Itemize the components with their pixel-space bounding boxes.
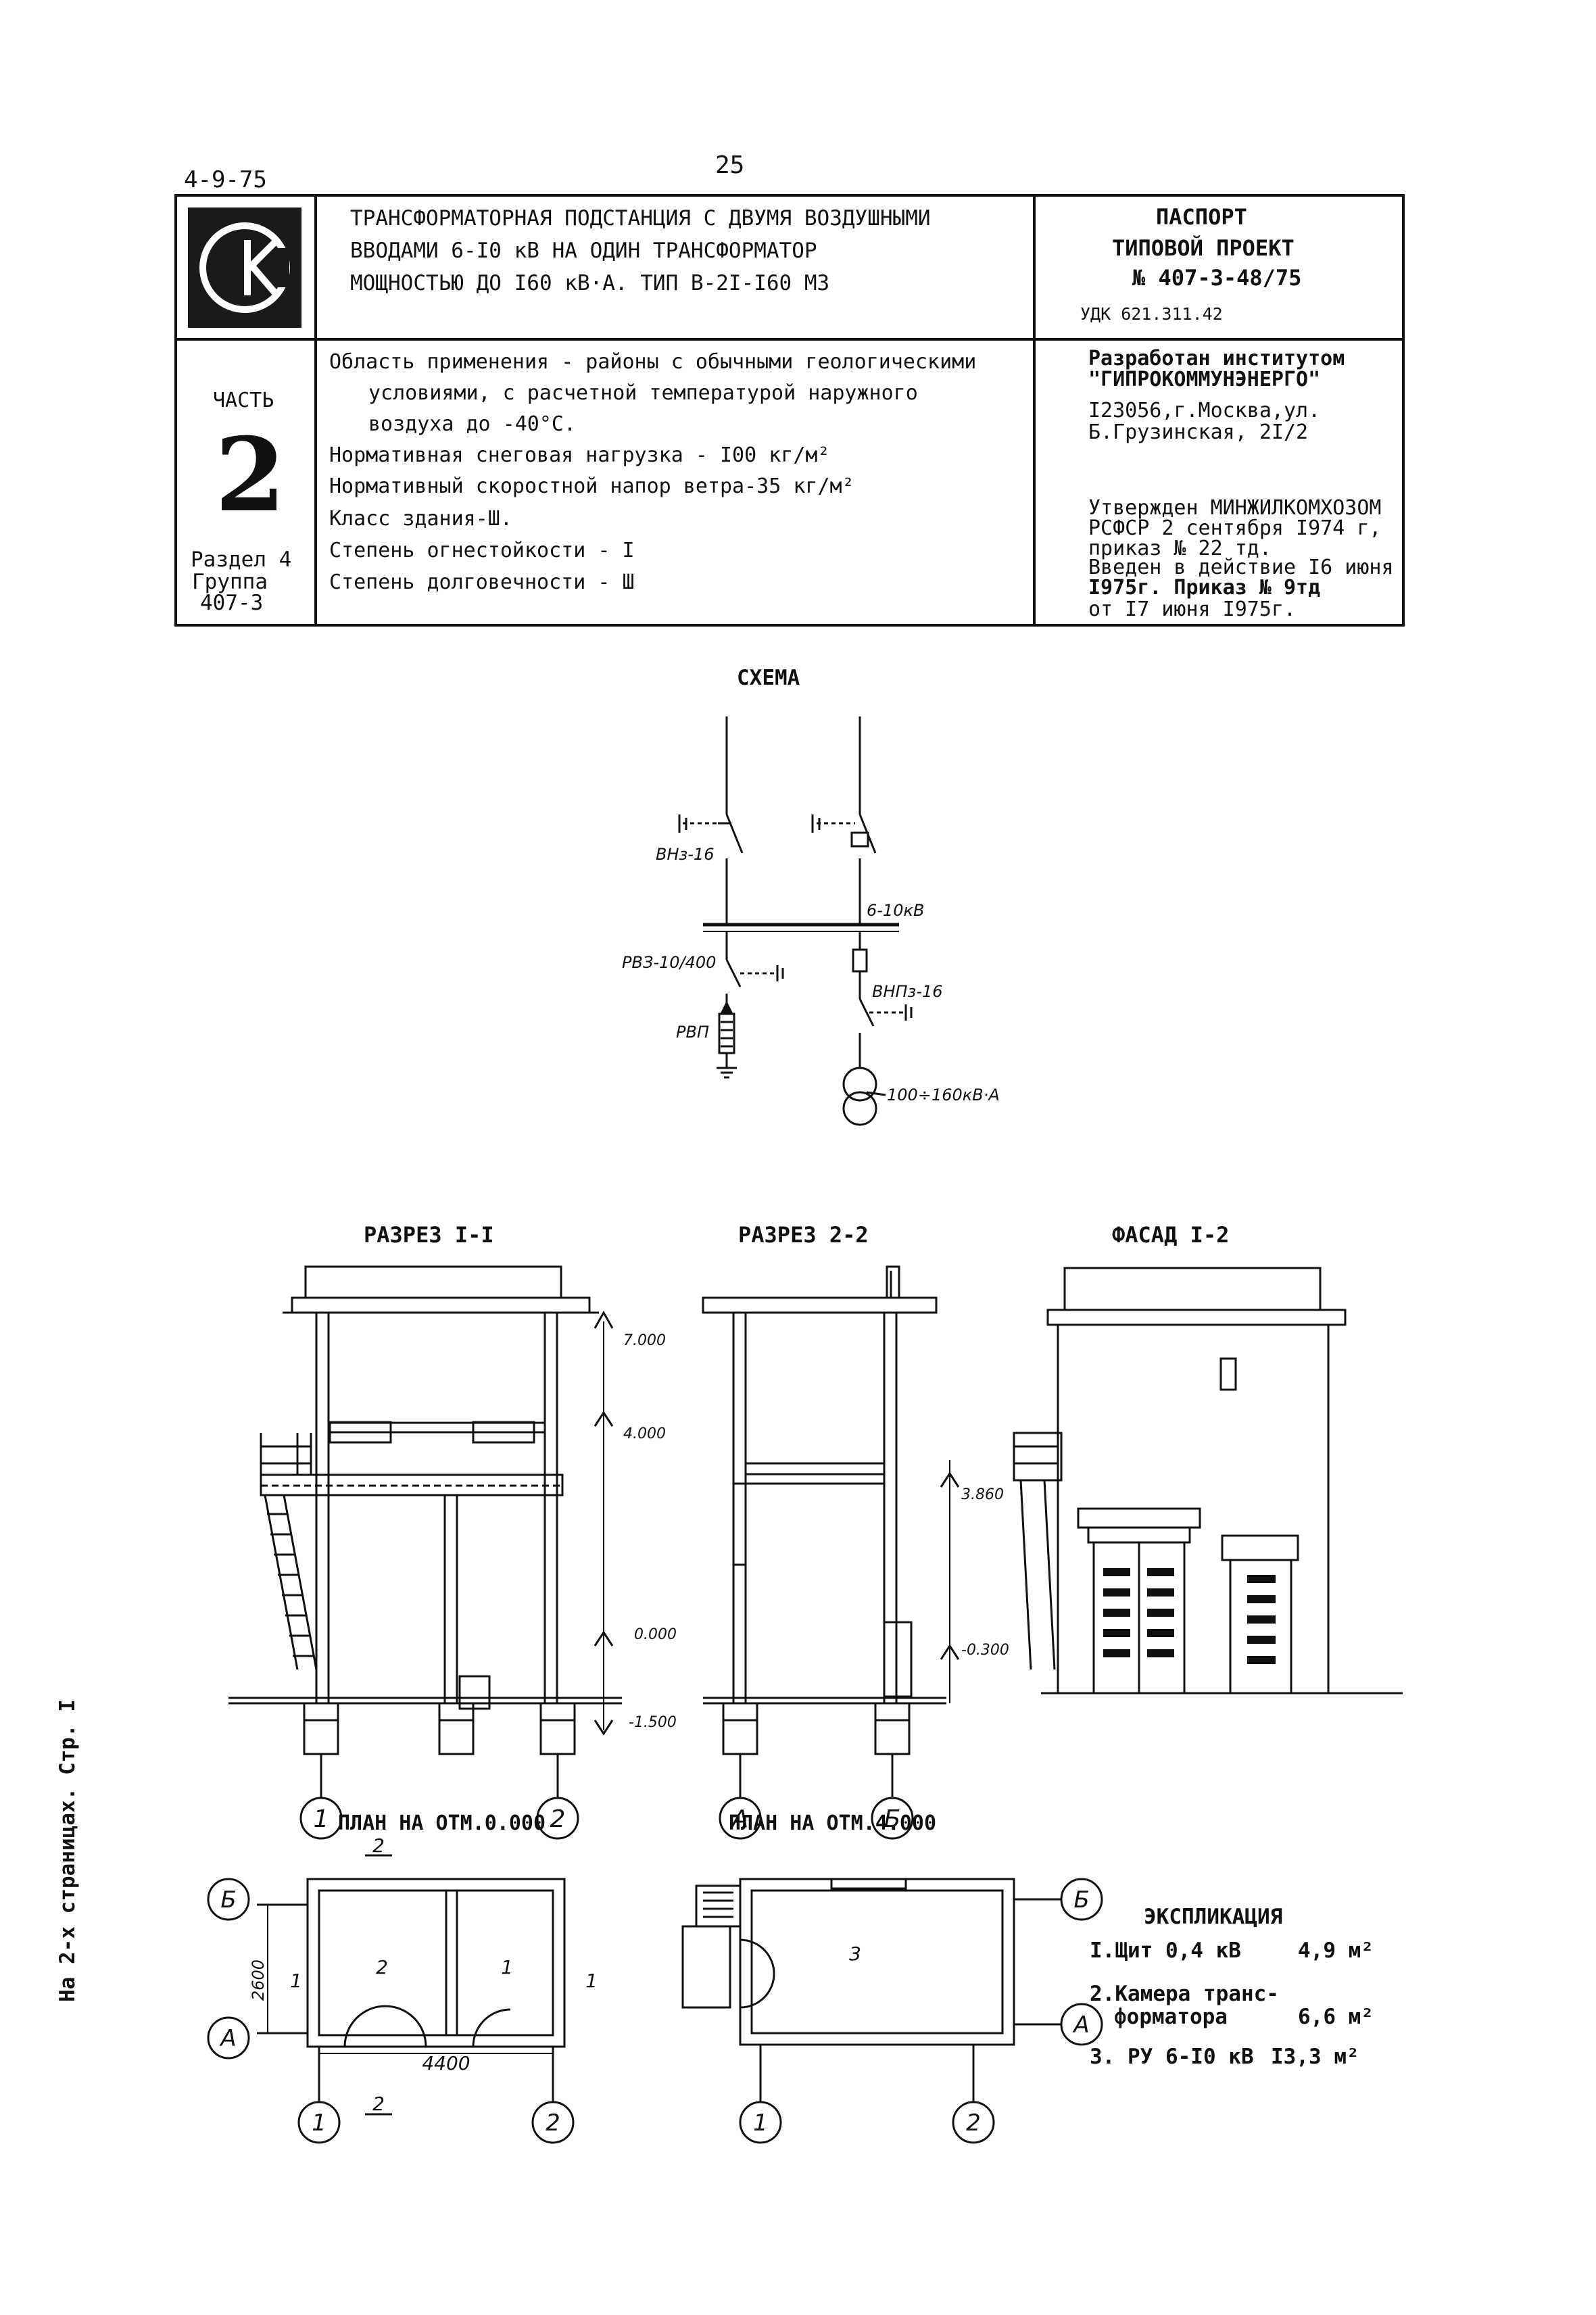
explication-row-2-area: 6,6 м²: [1298, 2005, 1374, 2029]
plan-0-title: ПЛАН НА ОТМ.0.000: [338, 1811, 546, 1835]
plan0-axis-b: Б: [220, 1886, 236, 1914]
spec-line-6: Класс здания-Ш.: [329, 507, 512, 531]
approval-line-1: Утвержден МИНЖИЛКОМХОЗОМ: [1088, 496, 1382, 520]
udk-code: УДК 621.311.42: [1080, 304, 1223, 324]
plan0-axis-1: 1: [312, 2110, 327, 2137]
spec-line-4: Нормативная снеговая нагрузка - I00 кг/м…: [329, 443, 830, 467]
scheme-label-vnz: ВНз-16: [656, 845, 714, 864]
institute-logo: [188, 208, 301, 328]
elevation-minus-0300: -0.300: [961, 1642, 1009, 1659]
spec-line-1: Область применения - районы с обычными г…: [329, 350, 977, 374]
section-1-title: РАЗРЕЗ I-I: [364, 1222, 494, 1248]
plan-4-title: ПЛАН НА ОТМ.4.000: [729, 1811, 937, 1835]
project-title-line-2: ВВОДАМИ 6-I0 кВ НА ОДИН ТРАНСФОРМАТОР: [350, 239, 817, 263]
spec-line-7: Степень огнестойкости - I: [329, 539, 635, 562]
title-block: [174, 194, 1405, 627]
scheme-title: СХЕМА: [737, 666, 800, 690]
document-code: 4-9-75: [184, 166, 267, 193]
explication-row-1-area: 4,9 м²: [1298, 1939, 1374, 1963]
section-label: Раздел 4: [191, 547, 292, 572]
cut-mark-bottom: 2: [372, 2093, 385, 2115]
room-number-3: 3: [849, 1943, 861, 1965]
developer-line-4: Б.Грузинская, 2I/2: [1088, 420, 1309, 444]
plan0-axis-a: А: [219, 2025, 236, 2052]
page-number: 25: [715, 151, 745, 179]
cut-mark-top: 2: [372, 1834, 385, 1857]
axis-b-marker: Б: [884, 1805, 901, 1833]
scheme-label-rvz: РВЗ-10/400: [622, 953, 716, 972]
dimension-width: 4400: [422, 2052, 470, 2074]
elevation-minus-1500: -1.500: [629, 1714, 677, 1731]
approval-line-6: от I7 июня I975г.: [1088, 598, 1297, 621]
room-number-1: 1: [501, 1956, 513, 1978]
cut-mark-right: 1: [585, 1970, 598, 1992]
spec-line-3: воздуха до -40°С.: [368, 412, 577, 436]
developer-line-3: I23056,г.Москва,ул.: [1088, 399, 1321, 422]
plan4-axis-b: Б: [1073, 1886, 1089, 1914]
project-number: № 407-3-48/75: [1132, 265, 1302, 291]
approval-line-5: I975г. Приказ № 9тд: [1088, 576, 1321, 600]
logo-emblem-icon: [199, 222, 290, 313]
plan4-axis-1: 1: [753, 2110, 768, 2137]
elevation-4000: 4.000: [623, 1425, 666, 1442]
elevation-7000: 7.000: [623, 1332, 666, 1349]
explication-row-2-name-cont: форматора: [1114, 2005, 1228, 2029]
explication-row-2-name: 2.Камера транс-: [1090, 1982, 1279, 2006]
approval-line-2: РСФСР 2 сентября I974 г,: [1088, 516, 1382, 540]
page-side-note: На 2-х страницах. Стр. I: [55, 1699, 80, 2002]
elevation-3860: 3.860: [961, 1486, 1004, 1503]
axis-a-marker: А: [731, 1805, 749, 1833]
axis-1-marker: 1: [314, 1805, 329, 1833]
plan0-axis-2: 2: [546, 2110, 560, 2137]
developer-line-2: "ГИПРОКОММУНЭНЕРГО": [1088, 368, 1321, 391]
plan4-axis-2: 2: [966, 2110, 981, 2137]
dimension-depth: 2600: [249, 1959, 268, 2001]
scheme-label-rvp: РВП: [676, 1023, 709, 1042]
approval-line-4: Введен в действие I6 июня: [1088, 556, 1394, 579]
cut-mark-left: 1: [290, 1970, 302, 1992]
elevation-0000: 0.000: [634, 1626, 677, 1643]
scheme-label-transformer: 100÷160кВ·А: [887, 1086, 1000, 1104]
group-code: 407-3: [200, 591, 264, 615]
passport-heading: ПАСПОРТ: [1156, 204, 1247, 230]
part-number: 2: [215, 416, 286, 535]
room-number-2: 2: [376, 1956, 388, 1978]
spec-line-5: Нормативный скоростной напор ветра-35 кг…: [329, 474, 854, 498]
approval-line-3: приказ № 22 тд.: [1088, 537, 1272, 560]
explication-row-3-area: I3,3 м²: [1271, 2045, 1359, 2069]
developer-line-1: Разработан институтом: [1088, 347, 1345, 370]
part-label: ЧАСТЬ: [213, 389, 274, 412]
scheme-label-vnpz: ВНПз-16: [872, 982, 943, 1001]
spec-line-2: условиями, с расчетной температурой нару…: [368, 381, 918, 405]
axis-2-marker: 2: [550, 1805, 566, 1833]
group-label: Группа: [192, 570, 268, 594]
project-title-line-1: ТРАНСФОРМАТОРНАЯ ПОДСТАНЦИЯ С ДВУМЯ ВОЗД…: [350, 206, 931, 230]
scheme-label-busbar: 6-10кВ: [867, 901, 924, 920]
explication-title: ЭКСПЛИКАЦИЯ: [1144, 1905, 1283, 1929]
explication-row-3-name: 3. РУ 6-I0 кВ: [1090, 2045, 1254, 2069]
typical-project-label: ТИПОВОЙ ПРОЕКТ: [1112, 235, 1295, 261]
plan4-axis-a: А: [1072, 2012, 1089, 2039]
facade-title: ФАСАД I-2: [1112, 1222, 1230, 1248]
spec-line-8: Степень долговечности - Ш: [329, 570, 635, 594]
explication-row-1-name: I.Щит 0,4 кВ: [1090, 1939, 1241, 1963]
project-title-line-3: МОЩНОСТЬЮ ДО I60 кВ·А. ТИП В-2I-I60 МЗ: [350, 271, 830, 295]
section-2-title: РАЗРЕЗ 2-2: [738, 1222, 869, 1248]
